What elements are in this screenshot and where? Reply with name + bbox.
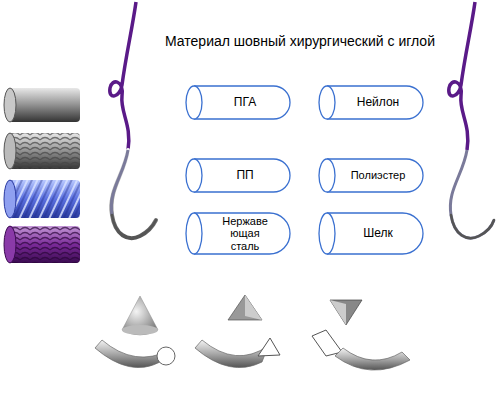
material-capsule: Нержаве ющая сталь — [185, 212, 291, 255]
round-needle-section — [95, 296, 175, 368]
material-capsule: Полиэстер — [318, 158, 424, 193]
material-label: Полиэстер — [337, 169, 406, 181]
material-label: ПГА — [220, 96, 256, 109]
twisted-thread — [4, 180, 80, 218]
material-capsule: ПП — [185, 158, 291, 193]
material-label: ПП — [222, 169, 253, 182]
monofilament-thread — [4, 88, 80, 122]
suture-needle — [110, 2, 156, 238]
diagram-title: Материал шовный хирургический с иглой — [150, 33, 450, 49]
material-label: Нержаве ющая сталь — [205, 215, 271, 251]
material-capsule: ПГА — [185, 85, 291, 120]
material-capsule: Нейлон — [318, 85, 424, 120]
suture-needle — [449, 2, 494, 238]
material-label: Нейлон — [343, 96, 399, 109]
braided-thread — [4, 133, 80, 169]
cutting-needle-section — [195, 295, 280, 368]
material-label: Шелк — [349, 227, 393, 240]
reverse-cutting-needle-section — [312, 300, 410, 370]
braided-purple-thread — [4, 226, 80, 263]
material-capsule: Шелк — [318, 212, 424, 255]
